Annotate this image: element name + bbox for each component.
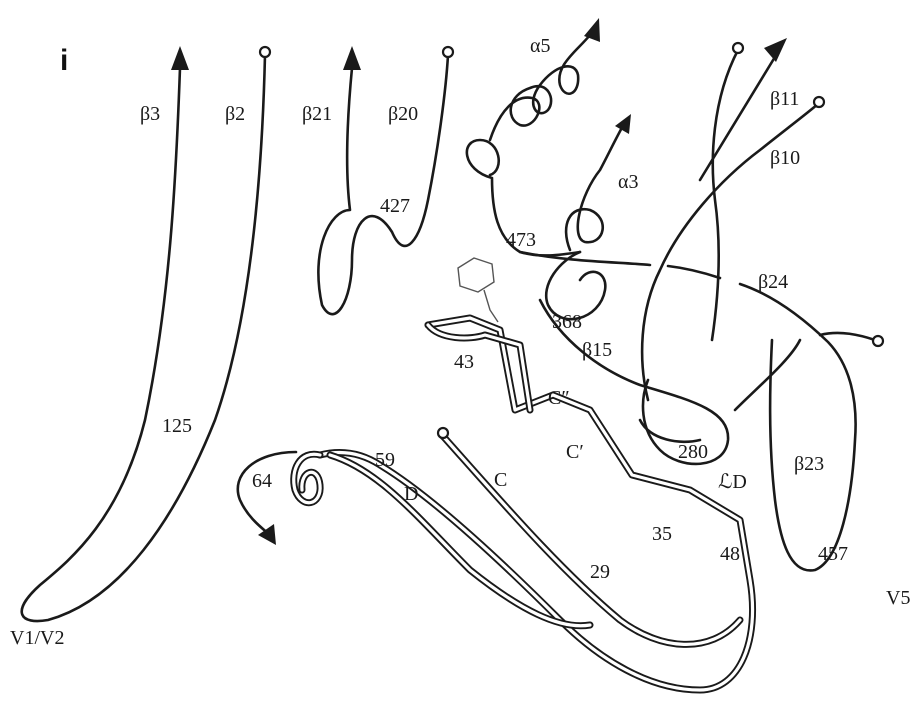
- label-b3: β3: [140, 103, 160, 125]
- strand-b23-dashed: [733, 338, 802, 412]
- label-473: 473: [506, 229, 536, 251]
- label-a5: α5: [530, 35, 550, 57]
- strand-crossing-dashed: [818, 331, 877, 342]
- b3-arrowhead: [171, 46, 189, 70]
- label-29: 29: [590, 561, 610, 583]
- label-64: 64: [252, 470, 272, 492]
- label-457: 457: [818, 543, 848, 565]
- panel-label: i: [60, 44, 68, 77]
- label-d: D: [404, 483, 418, 505]
- loop-64-coil-inner: [292, 452, 322, 505]
- b20-terminus: [441, 45, 455, 59]
- label-b23: β23: [794, 453, 824, 475]
- phe43-ring: [457, 257, 495, 293]
- loop-64-arrow-curve: [236, 450, 298, 537]
- helix-a3: [564, 120, 627, 252]
- cd4-strand-loop-d: [326, 451, 594, 630]
- label-427: 427: [380, 195, 410, 217]
- label-48: 48: [720, 543, 740, 565]
- label-b15: β15: [582, 339, 612, 361]
- label-v5: V5: [886, 587, 910, 609]
- label-125: 125: [162, 415, 192, 437]
- b10-terminus: [812, 95, 826, 109]
- helix-a5: [465, 33, 592, 257]
- label-280: 280: [678, 441, 708, 463]
- a3-arrowhead: [615, 114, 631, 134]
- label-b21: β21: [302, 103, 332, 125]
- label-35: 35: [652, 523, 672, 545]
- label-c: C: [494, 469, 507, 491]
- label-a3: α3: [618, 171, 638, 193]
- cd4-strand-43-inner: [426, 323, 532, 412]
- c-strand-terminus: [436, 426, 450, 440]
- label-b24: β24: [758, 271, 788, 293]
- label-cpp: C″: [548, 387, 570, 409]
- cd4-strand-loop-d-inner: [328, 453, 592, 628]
- b11-terminus: [731, 41, 745, 55]
- b21-arrowhead: [343, 46, 361, 70]
- strand-473-b24: [518, 250, 652, 267]
- cd4-ribbon-inner: [318, 316, 755, 692]
- cd4-strand-c: [438, 431, 744, 648]
- label-368: 368: [552, 311, 582, 333]
- strand-b10: [640, 102, 820, 402]
- a5-arrowhead: [584, 18, 600, 42]
- loop-368: [545, 250, 607, 321]
- label-43: 43: [454, 351, 474, 373]
- label-b20: β20: [388, 103, 418, 125]
- label-b10: β10: [770, 147, 800, 169]
- label-59: 59: [375, 449, 395, 471]
- strand-b24-dashed-b: [738, 282, 857, 572]
- strand-b11-arrow: [698, 50, 780, 182]
- strand-b15-280: [538, 298, 730, 466]
- label-ld: ℒD: [718, 471, 747, 493]
- strand-b21-b20: [317, 53, 450, 316]
- label-cp: C′: [566, 441, 584, 463]
- b11-arrowhead: [764, 38, 787, 62]
- strand-b11: [710, 48, 740, 342]
- label-b11: β11: [770, 88, 799, 110]
- phe43-stem: [483, 289, 499, 323]
- label-b2: β2: [225, 103, 245, 125]
- label-v1v2: V1/V2: [10, 627, 64, 649]
- cd4-strand-c-inner: [440, 433, 742, 646]
- strand-280-dashed: [638, 418, 702, 444]
- loop-64-arrowhead: [258, 524, 276, 545]
- strand-b3-b2-hairpin: [20, 53, 267, 623]
- b24-terminus: [871, 334, 885, 348]
- cd4-ribbon-outline: [316, 314, 757, 694]
- strand-b24-dashed-a: [666, 264, 722, 280]
- b2-terminus: [258, 45, 272, 59]
